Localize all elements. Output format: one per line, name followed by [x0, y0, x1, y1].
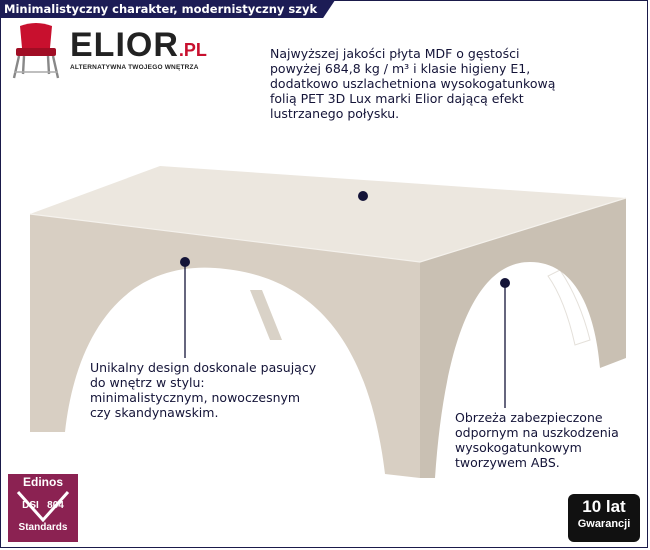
table-top-surface	[30, 166, 626, 262]
brand-name: ELIOR.PL	[70, 26, 207, 64]
brand-tagline: ALTERNATYWNA TWOJEGO WNĘTRZA	[70, 64, 199, 71]
marker-edges	[500, 278, 510, 288]
annotation-design: Unikalny design doskonale pasujący do wn…	[90, 360, 317, 420]
warranty-badge: 10 lat Gwarancji	[568, 494, 640, 542]
page-title: Minimalistyczny charakter, modernistyczn…	[0, 0, 335, 18]
dsi-emblem: DSI 804	[14, 490, 72, 522]
table-back-leg	[250, 290, 282, 340]
table-back-leg-right	[547, 269, 591, 346]
annotation-edges: Obrzeża zabezpieczone odpornym na uszkod…	[455, 410, 619, 470]
marker-design	[180, 257, 190, 267]
table-side-face	[420, 198, 626, 478]
annotation-material: Najwyższej jakości płyta MDF o gęstości …	[270, 46, 556, 121]
edinos-badge: Edinos DSI 804 Standards	[8, 474, 78, 542]
table-front-face	[30, 214, 420, 478]
marker-material	[358, 191, 368, 201]
brand-logo[interactable]: ELIOR.PL ALTERNATYWNA TWOJEGO WNĘTRZA	[8, 22, 207, 82]
red-chair-icon	[12, 23, 60, 79]
